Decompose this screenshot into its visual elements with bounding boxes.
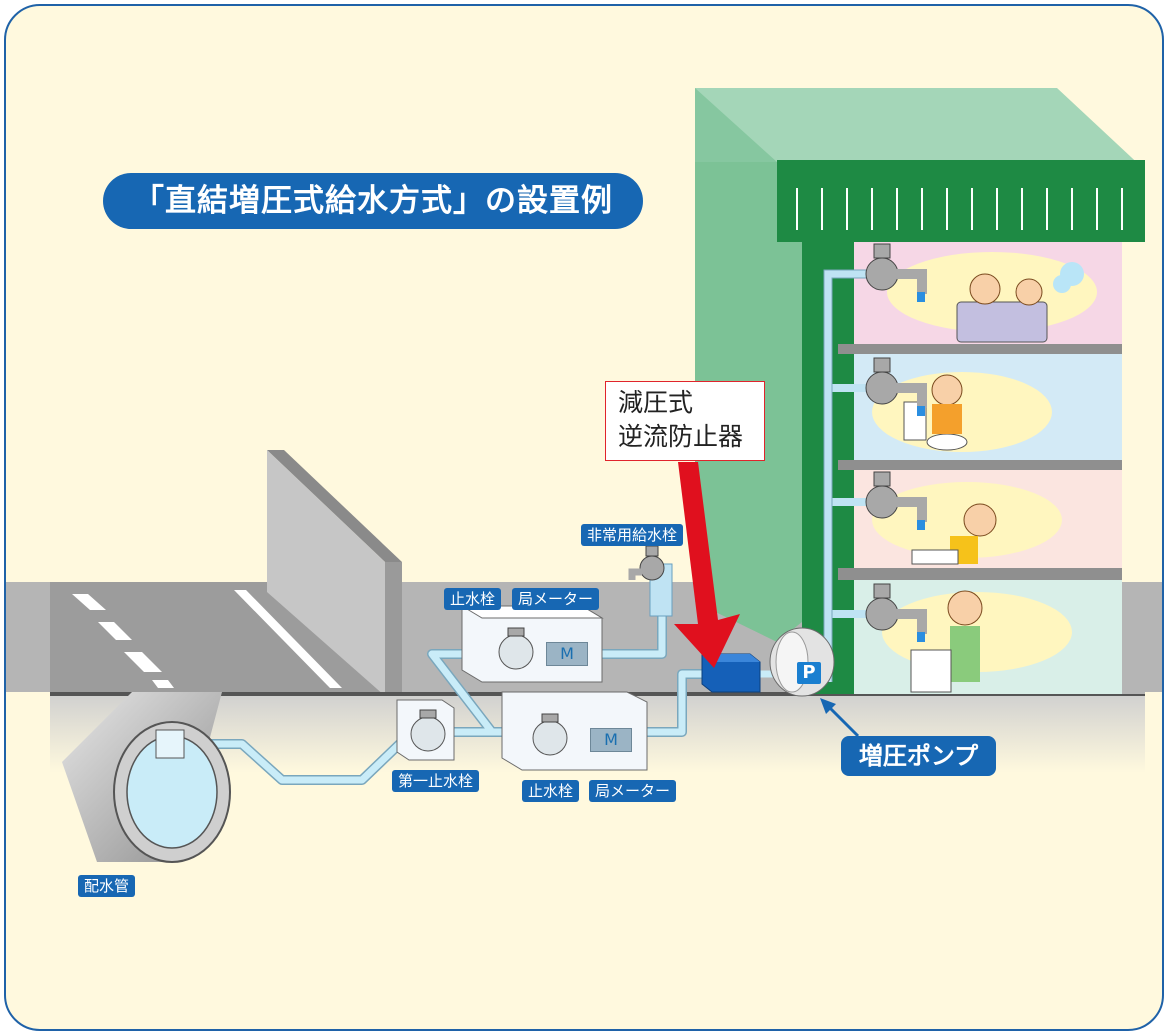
label-distribution-pipe: 配水管	[78, 875, 136, 897]
blue-arrow-head	[820, 698, 836, 714]
person-head	[947, 590, 983, 626]
label-stop-valve-lower: 止水栓	[522, 780, 580, 802]
bathtub	[956, 301, 1048, 343]
stop-valve-lower	[532, 720, 568, 756]
person-body	[950, 626, 980, 682]
person-head	[1015, 278, 1043, 306]
person-head	[969, 273, 1001, 305]
backflow-preventer-callout: 減圧式 逆流防止器	[605, 381, 765, 461]
steam	[1053, 275, 1071, 293]
slab	[838, 568, 1122, 580]
meter-symbol-upper: M	[546, 642, 588, 666]
callout-line-1: 減圧式	[618, 388, 694, 417]
riser-pipes	[824, 270, 872, 682]
toilet	[926, 433, 968, 451]
eave-lines	[796, 188, 1123, 230]
person-head	[963, 503, 997, 537]
person-head	[931, 374, 963, 406]
first-stop-valve	[410, 716, 446, 752]
emergency-hydrant-faucet	[628, 545, 665, 581]
red-arrow	[674, 462, 740, 668]
saddle-valve	[155, 729, 185, 759]
sidewalk-edge	[1122, 582, 1145, 694]
sink	[911, 549, 959, 565]
stop-valve-upper	[498, 634, 534, 670]
label-booster-pump: 増圧ポンプ	[841, 736, 996, 776]
slab	[838, 460, 1122, 470]
label-meter-lower: 局メーター	[589, 780, 677, 802]
person-body	[932, 404, 962, 434]
road-lane-line	[234, 590, 342, 688]
label-meter-upper: 局メーター	[512, 588, 600, 610]
counter	[910, 649, 952, 693]
label-stop-valve-upper: 止水栓	[444, 588, 502, 610]
road-mark	[98, 622, 132, 640]
callout-line-2: 逆流防止器	[618, 422, 744, 451]
pump-symbol: P	[797, 662, 821, 684]
road-mark	[124, 652, 162, 672]
page-title: 「直結増圧式給水方式」の設置例	[103, 173, 643, 229]
label-first-stop-valve: 第一止水栓	[392, 770, 480, 792]
road-mark	[72, 594, 106, 610]
wall-side	[385, 562, 402, 696]
slab	[838, 344, 1122, 354]
blue-arrow-line	[826, 704, 860, 738]
scene-illustration	[6, 88, 1162, 863]
faucets	[865, 243, 927, 642]
wall-face	[267, 450, 385, 696]
label-emergency-hydrant: 非常用給水栓	[581, 524, 684, 546]
diagram-frame: 「直結増圧式給水方式」の設置例 減圧式 逆流防止器 非常用給水栓 止水栓 局メー…	[4, 4, 1164, 1031]
building-eave	[777, 160, 1145, 242]
road-mark	[152, 680, 174, 688]
meter-symbol-lower: M	[590, 728, 632, 752]
riser-outline	[823, 269, 872, 682]
wall-top	[267, 450, 402, 562]
